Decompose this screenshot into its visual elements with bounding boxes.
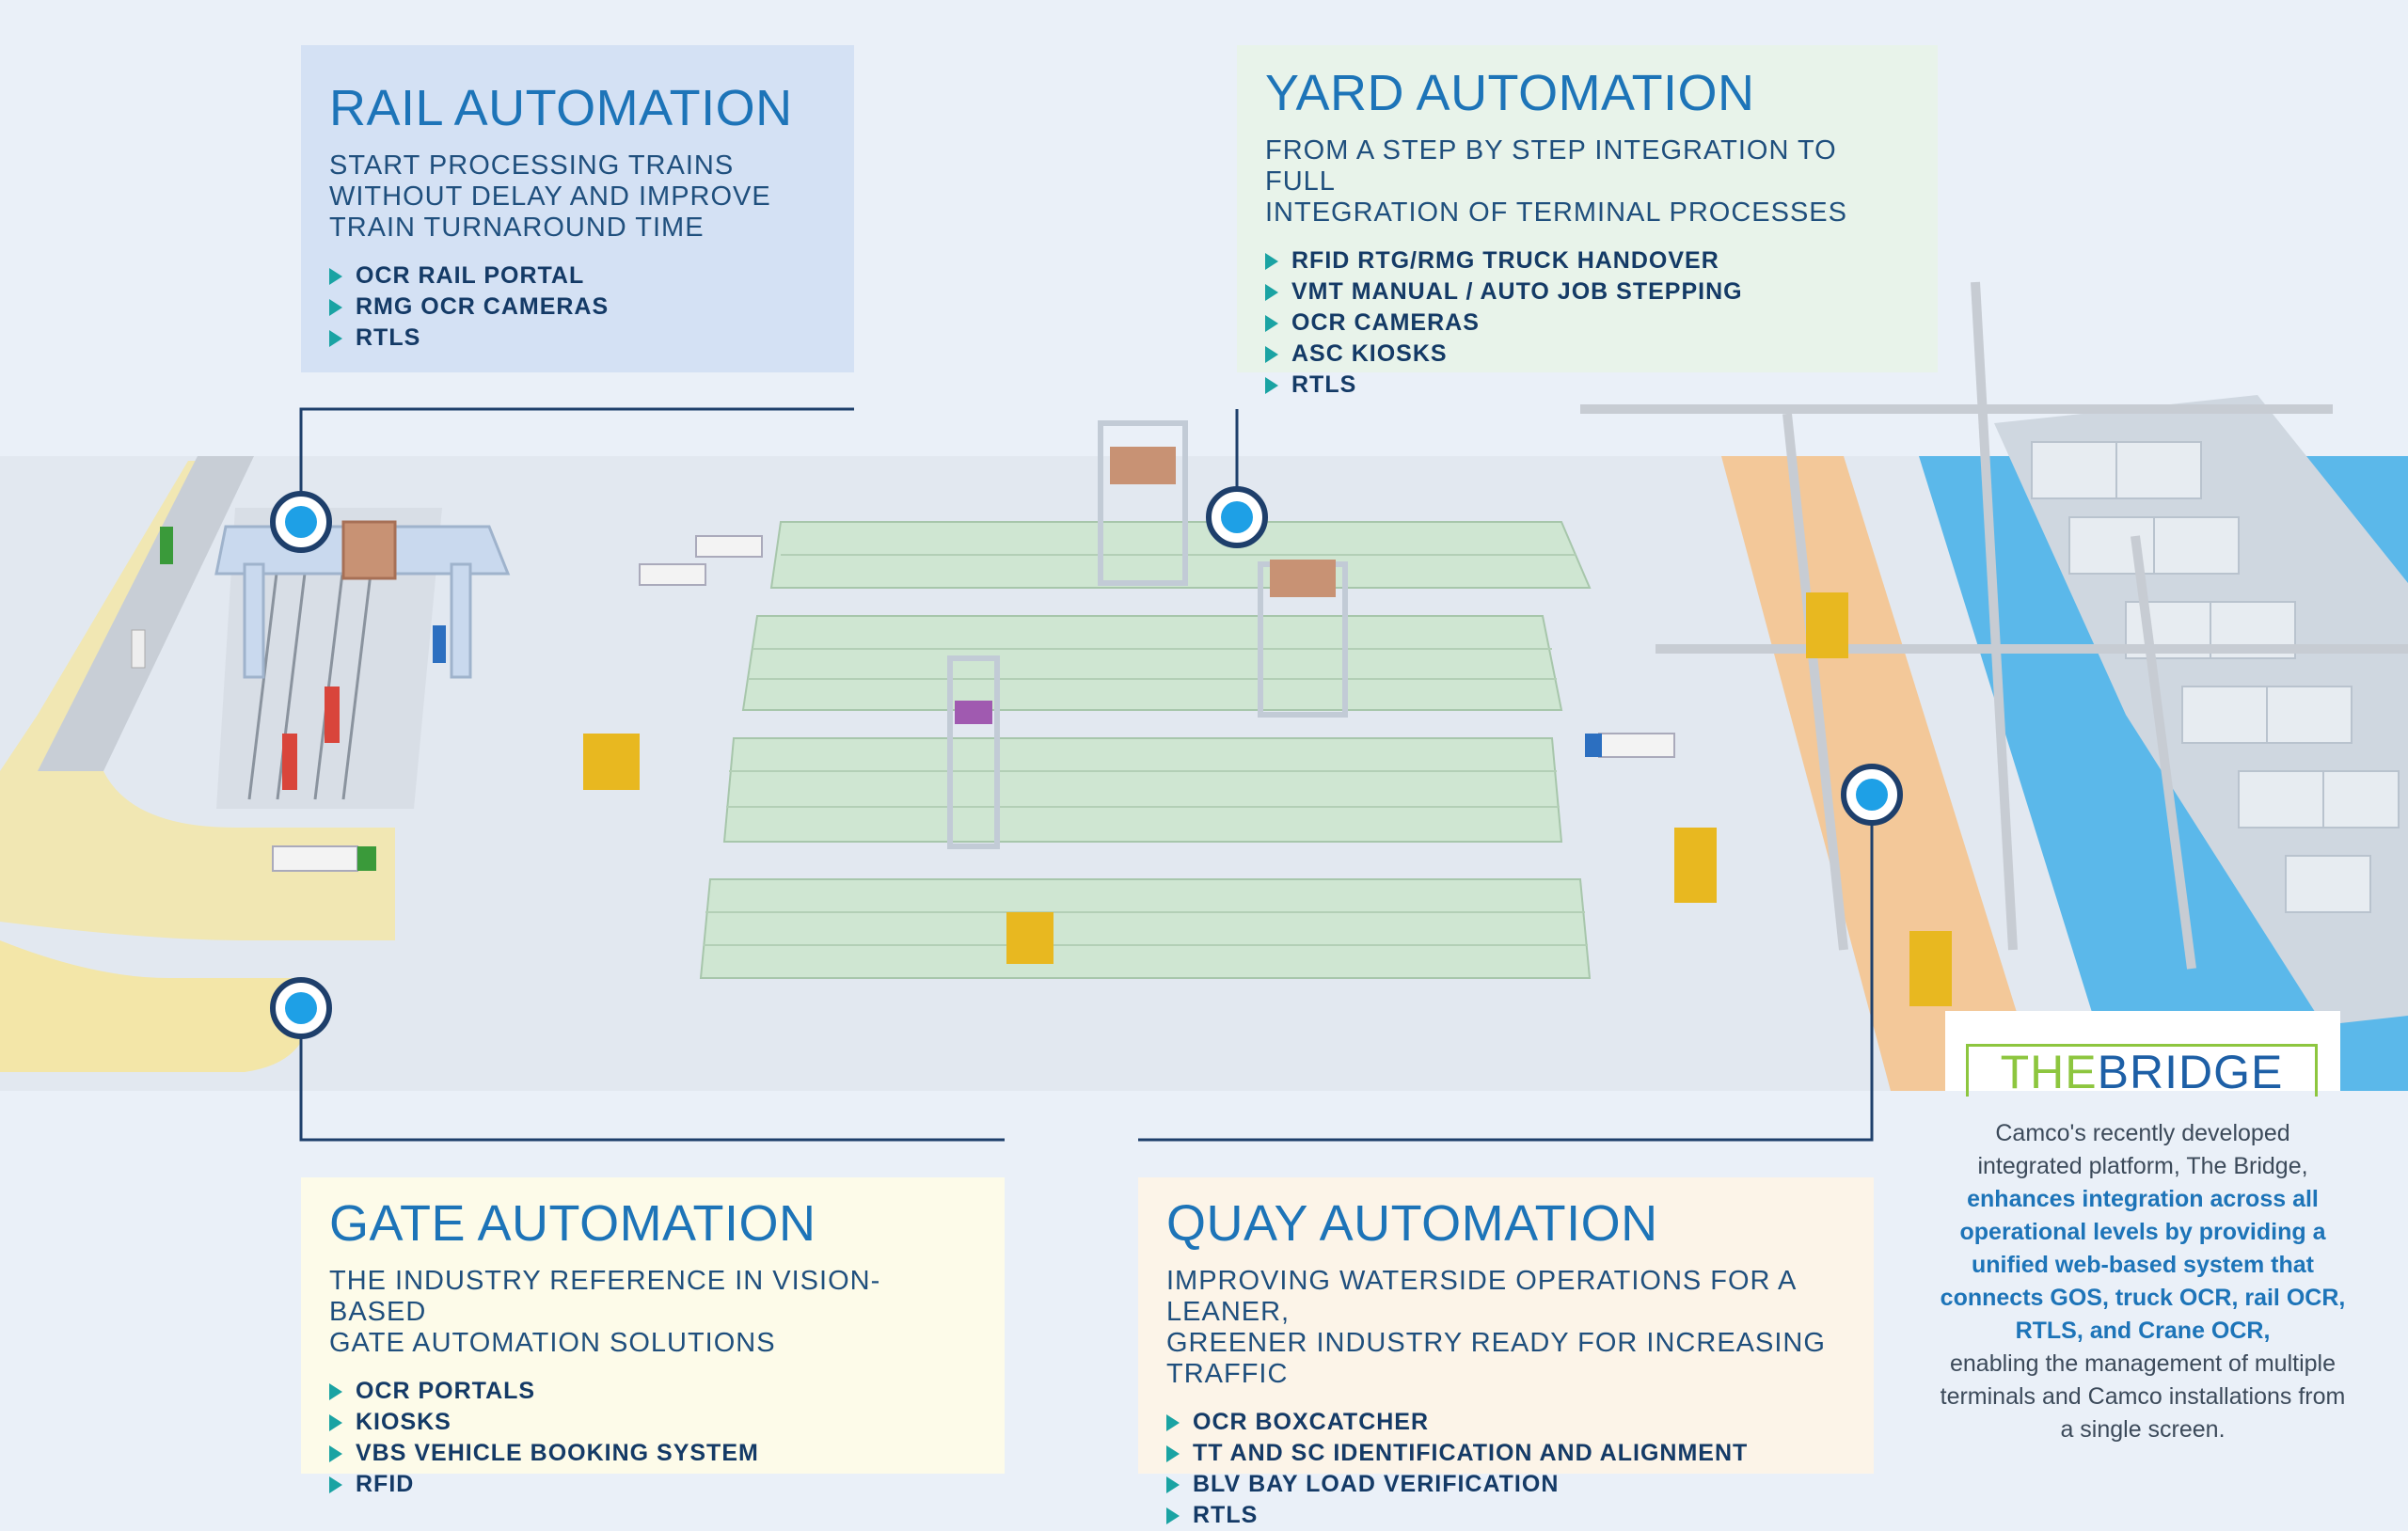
list-item: RFID RTG/RMG TRUCK HANDOVER: [1265, 245, 1909, 276]
rail-marker: [270, 491, 332, 553]
bridge-description: Camco's recently developed integrated pl…: [1936, 1117, 2350, 1446]
bridge-text-line: Camco's recently developed: [1995, 1120, 2290, 1146]
rail-feature-list: OCR RAIL PORTAL RMG OCR CAMERAS RTLS: [329, 260, 826, 354]
yard-feature: OCR CAMERAS: [1291, 309, 1480, 336]
gate-feature-list: OCR PORTALS KIOSKS VBS VEHICLE BOOKING S…: [329, 1376, 976, 1500]
quay-subtitle-line: IMPROVING WATERSIDE OPERATIONS FOR A LEA…: [1166, 1266, 1796, 1327]
list-item: OCR CAMERAS: [1265, 308, 1909, 339]
rail-subtitle-line: WITHOUT DELAY AND IMPROVE: [329, 182, 771, 212]
bullet-arrow-icon: [1265, 252, 1278, 270]
bullet-arrow-icon: [329, 298, 342, 316]
list-item: OCR PORTALS: [329, 1376, 976, 1407]
gate-feature: VBS VEHICLE BOOKING SYSTEM: [356, 1440, 759, 1466]
trucks: [131, 527, 1675, 872]
yard-feature: RTLS: [1291, 371, 1357, 398]
road-curve: [0, 461, 395, 940]
quay-marker: [1841, 764, 1903, 826]
bullet-arrow-icon: [1265, 283, 1278, 301]
gate-marker: [270, 977, 332, 1039]
yard-feature: RFID RTG/RMG TRUCK HANDOVER: [1291, 247, 1719, 274]
gate-automation-panel: GATE AUTOMATION THE INDUSTRY REFERENCE I…: [301, 1177, 1005, 1497]
list-item: VMT MANUAL / AUTO JOB STEPPING: [1265, 276, 1909, 308]
yard-subtitle-line: FROM A STEP BY STEP INTEGRATION TO FULL: [1265, 135, 1837, 197]
yard-title: YARD AUTOMATION: [1265, 65, 1755, 121]
list-item: KIOSKS: [329, 1407, 976, 1438]
sts-cranes: [1580, 281, 2408, 970]
rail-subtitle-line: START PROCESSING TRAINS: [329, 150, 735, 181]
bridge-text-highlight: enhances integration across all operatio…: [1940, 1186, 2346, 1344]
gate-zone: [0, 940, 310, 1072]
rail-subtitle-line: TRAIN TURNAROUND TIME: [329, 213, 705, 243]
bridge-logo-background: [1945, 1011, 2340, 1091]
quay-subtitle-line: GREENER INDUSTRY READY FOR INCREASING TR…: [1166, 1328, 1826, 1389]
straddle-carriers: [583, 592, 1952, 1006]
rail-feature: OCR RAIL PORTAL: [356, 262, 585, 289]
gate-title: GATE AUTOMATION: [329, 1195, 816, 1252]
rail-automation-panel: RAIL AUTOMATION START PROCESSING TRAINS …: [301, 45, 854, 372]
gate-feature: RFID: [356, 1471, 415, 1497]
bullet-arrow-icon: [329, 1382, 342, 1400]
rail-wagons: [282, 625, 446, 790]
quay-feature: TT AND SC IDENTIFICATION AND ALIGNMENT: [1193, 1440, 1749, 1466]
gate-subtitle-line: GATE AUTOMATION SOLUTIONS: [329, 1328, 776, 1358]
quay-feature: BLV BAY LOAD VERIFICATION: [1193, 1471, 1560, 1497]
list-item: OCR RAIL PORTAL: [329, 260, 826, 292]
quay-title: QUAY AUTOMATION: [1166, 1195, 1658, 1252]
list-item: ASC KIOSKS: [1265, 339, 1909, 370]
rail-yard: [216, 508, 442, 809]
rail-subtitle: START PROCESSING TRAINS WITHOUT DELAY AN…: [329, 150, 826, 244]
yard-feature: VMT MANUAL / AUTO JOB STEPPING: [1291, 278, 1743, 305]
rail-title: RAIL AUTOMATION: [329, 80, 793, 136]
bridge-text-line: enabling the management of multiple term…: [1940, 1350, 2346, 1443]
list-item: RMG OCR CAMERAS: [329, 292, 826, 323]
bullet-arrow-icon: [1166, 1413, 1180, 1431]
bridge-text-line: integrated platform, The Bridge,: [1977, 1153, 2308, 1179]
quay-feature: OCR BOXCATCHER: [1193, 1409, 1430, 1435]
rail-feature: RMG OCR CAMERAS: [356, 293, 610, 320]
quay-feature-list: OCR BOXCATCHER TT AND SC IDENTIFICATION …: [1166, 1407, 1846, 1531]
bullet-arrow-icon: [329, 267, 342, 285]
gate-subtitle: THE INDUSTRY REFERENCE IN VISION-BASED G…: [329, 1266, 976, 1359]
list-item: RTLS: [1265, 370, 1909, 401]
crane-cabins: [955, 447, 1336, 724]
list-item: RFID: [329, 1469, 976, 1500]
bullet-arrow-icon: [1166, 1476, 1180, 1493]
bullet-arrow-icon: [329, 1413, 342, 1431]
list-item: BLV BAY LOAD VERIFICATION: [1166, 1469, 1846, 1500]
gate-feature: KIOSKS: [356, 1409, 452, 1435]
list-item: OCR BOXCATCHER: [1166, 1407, 1846, 1438]
gate-subtitle-line: THE INDUSTRY REFERENCE IN VISION-BASED: [329, 1266, 881, 1327]
bullet-arrow-icon: [1265, 345, 1278, 363]
logo-bridge: BRIDGE: [2097, 1045, 2284, 1098]
yard-marker: [1206, 486, 1268, 548]
bullet-arrow-icon: [1265, 314, 1278, 332]
bullet-arrow-icon: [329, 1476, 342, 1493]
yard-subtitle-line: INTEGRATION OF TERMINAL PROCESSES: [1265, 197, 1847, 228]
quay-subtitle: IMPROVING WATERSIDE OPERATIONS FOR A LEA…: [1166, 1266, 1846, 1390]
yard-subtitle: FROM A STEP BY STEP INTEGRATION TO FULL …: [1265, 135, 1909, 229]
list-item: TT AND SC IDENTIFICATION AND ALIGNMENT: [1166, 1438, 1846, 1469]
bullet-arrow-icon: [1265, 376, 1278, 394]
rail-feature: RTLS: [356, 324, 421, 351]
road: [38, 456, 254, 771]
bullet-arrow-icon: [329, 329, 342, 347]
yard-feature-list: RFID RTG/RMG TRUCK HANDOVER VMT MANUAL /…: [1265, 245, 1909, 401]
bullet-arrow-icon: [1166, 1444, 1180, 1462]
gate-feature: OCR PORTALS: [356, 1378, 536, 1404]
list-item: VBS VEHICLE BOOKING SYSTEM: [329, 1438, 976, 1469]
yard-automation-panel: YARD AUTOMATION FROM A STEP BY STEP INTE…: [1237, 45, 1938, 398]
list-item: RTLS: [1166, 1500, 1846, 1531]
stack-rows: [704, 554, 1588, 946]
list-item: RTLS: [329, 323, 826, 354]
logo-the: THE: [2000, 1045, 2098, 1098]
quay-automation-panel: QUAY AUTOMATION IMPROVING WATERSIDE OPER…: [1138, 1177, 1874, 1528]
yard-feature: ASC KIOSKS: [1291, 340, 1448, 367]
bullet-arrow-icon: [1166, 1507, 1180, 1524]
quay-feature: RTLS: [1193, 1502, 1259, 1528]
bullet-arrow-icon: [329, 1444, 342, 1462]
